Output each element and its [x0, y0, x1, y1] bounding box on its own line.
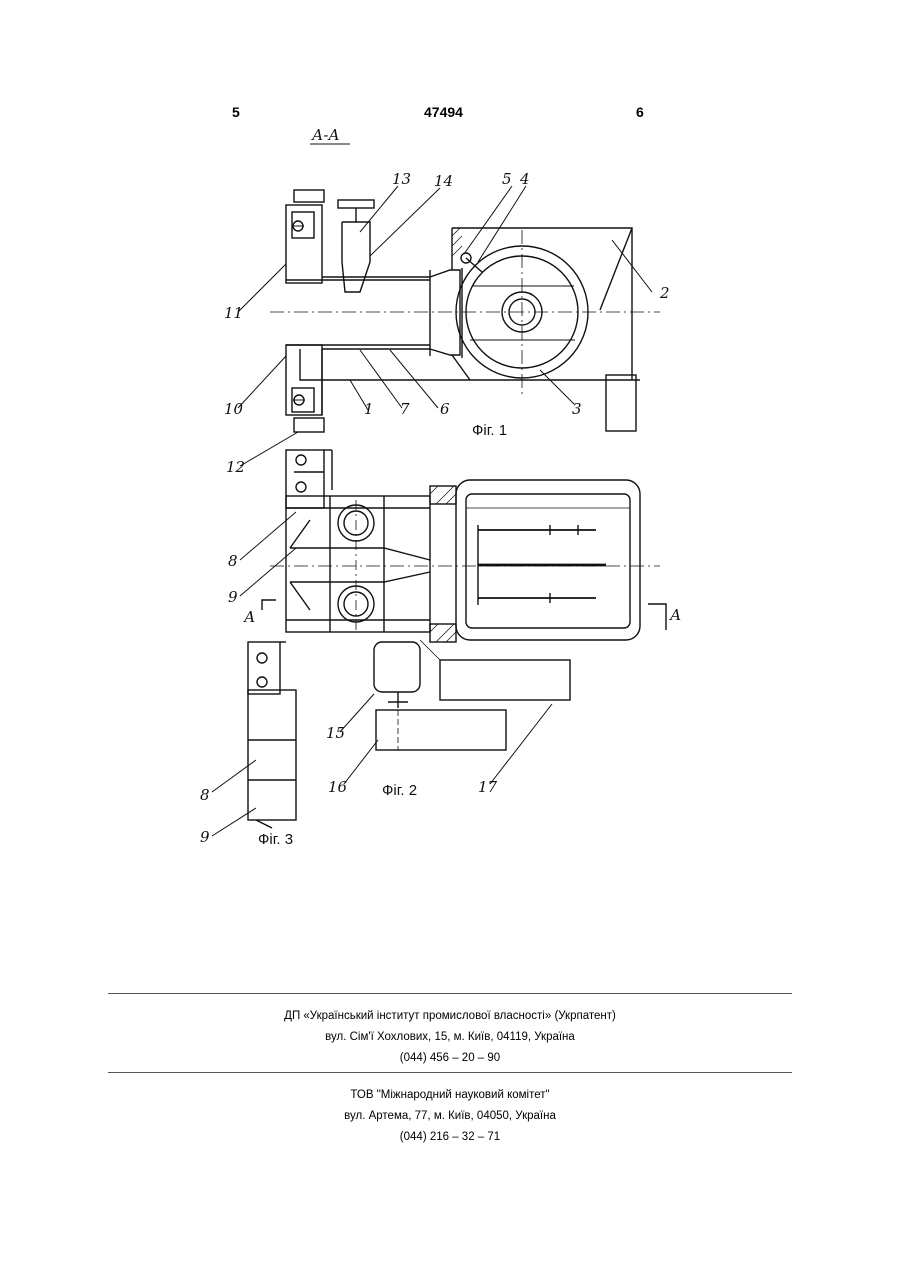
section-marker-right: А [669, 606, 681, 624]
footer-org-1: ДП «Український інститут промислової вла… [0, 1010, 900, 1022]
callout-9b: 9 [200, 828, 210, 846]
footer-divider-middle [108, 1072, 792, 1073]
callout-8a: 8 [228, 552, 238, 570]
callout-13: 13 [392, 170, 411, 188]
figure-1-caption: Фіг. 1 [472, 422, 507, 439]
callout-2: 2 [659, 284, 670, 302]
section-marker-left: А [243, 608, 255, 626]
footer-divider-top [108, 993, 792, 994]
callout-6: 6 [440, 400, 450, 418]
footer-phone-1: (044) 456 – 20 – 90 [0, 1052, 900, 1064]
callout-8b: 8 [200, 786, 210, 804]
footer-address-1: вул. Сім'ї Хохлових, 15, м. Київ, 04119,… [0, 1031, 900, 1043]
callout-5: 5 [502, 170, 512, 188]
callout-1: 1 [364, 400, 374, 418]
callout-4: 4 [519, 170, 530, 188]
footer-phone-2: (044) 216 – 32 – 71 [0, 1131, 900, 1143]
callout-16: 16 [328, 778, 348, 796]
callout-7: 7 [400, 400, 410, 418]
figure-2-caption: Фіг. 2 [382, 782, 417, 799]
section-label: А-А [311, 126, 340, 144]
technical-drawing: А-А А А Фіг. 1 Фіг. 2 Фіг. 3 1 2 3 4 5 6… [0, 0, 900, 900]
callout-11: 11 [224, 304, 243, 322]
callout-9a: 9 [228, 588, 238, 606]
footer-address-2: вул. Артема, 77, м. Київ, 04050, Україна [0, 1110, 900, 1122]
callout-14: 14 [434, 172, 453, 190]
figure-3-caption: Фіг. 3 [258, 831, 293, 848]
callout-15: 15 [326, 724, 345, 742]
footer-org-2: ТОВ "Міжнародний науковий комітет" [0, 1089, 900, 1101]
callout-17: 17 [478, 778, 498, 796]
callout-12: 12 [226, 458, 245, 476]
callout-10: 10 [224, 400, 244, 418]
callout-3: 3 [572, 400, 582, 418]
